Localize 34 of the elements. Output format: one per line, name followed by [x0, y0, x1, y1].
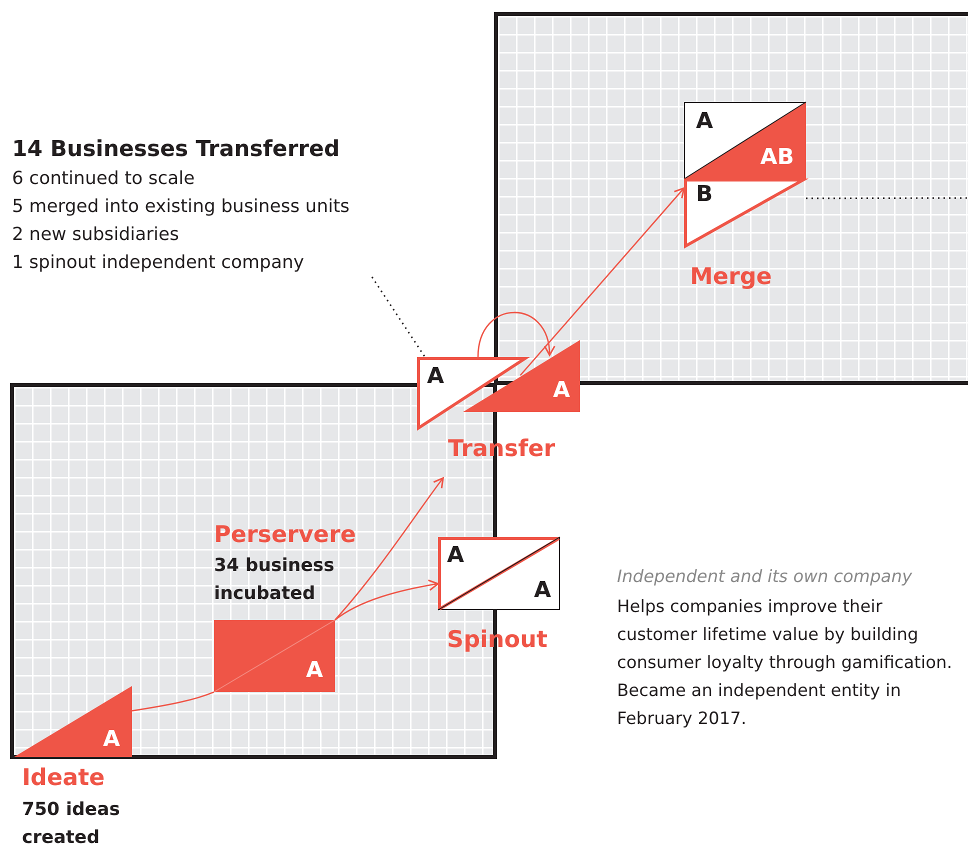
list-line: 6 continued to scale: [12, 167, 196, 191]
stage-title: Merge: [690, 264, 772, 292]
node-letter: A: [534, 580, 551, 602]
list-line: 5 merged into existing business units: [12, 195, 351, 219]
ideate-triangle: [14, 686, 132, 757]
leader-line: [806, 197, 968, 200]
merge-block: [684, 102, 806, 248]
node-letter: B: [696, 184, 713, 206]
stage-note: 34 business incubated: [214, 554, 336, 606]
node-letter: A: [427, 366, 444, 388]
node-letter: A: [696, 111, 714, 133]
node-letter: A: [552, 380, 570, 402]
filled-triangle: [463, 340, 580, 412]
stage-note: 750 ideas created: [22, 798, 121, 849]
perservere-block: [214, 620, 335, 692]
connector-line: [132, 691, 214, 712]
node-letter: A: [102, 729, 120, 751]
arrow: [334, 477, 444, 620]
arrow: [334, 580, 439, 621]
leader-line: [371, 276, 426, 358]
outlined-triangle: [417, 357, 530, 430]
heading: 14 Businesses Transferred: [12, 136, 341, 164]
arrow: [477, 312, 554, 358]
stage-title: Perservere: [214, 522, 356, 550]
subtitle: Independent and its own company: [617, 566, 914, 589]
list-line: 1 spinout independent company: [12, 251, 306, 275]
arrow: [520, 187, 685, 376]
spinout-block: [438, 537, 560, 610]
list-line: 2 new subsidiaries: [12, 223, 180, 247]
stage-title: Ideate: [22, 765, 105, 793]
node-letter: AB: [760, 147, 794, 169]
node-letter: A: [306, 660, 323, 682]
node-letter: A: [447, 545, 464, 567]
description-text: Helps companies improve their customer lifetime value by building consumer loyalty through gamification. Became an independent entity in February 2017.: [617, 596, 954, 731]
